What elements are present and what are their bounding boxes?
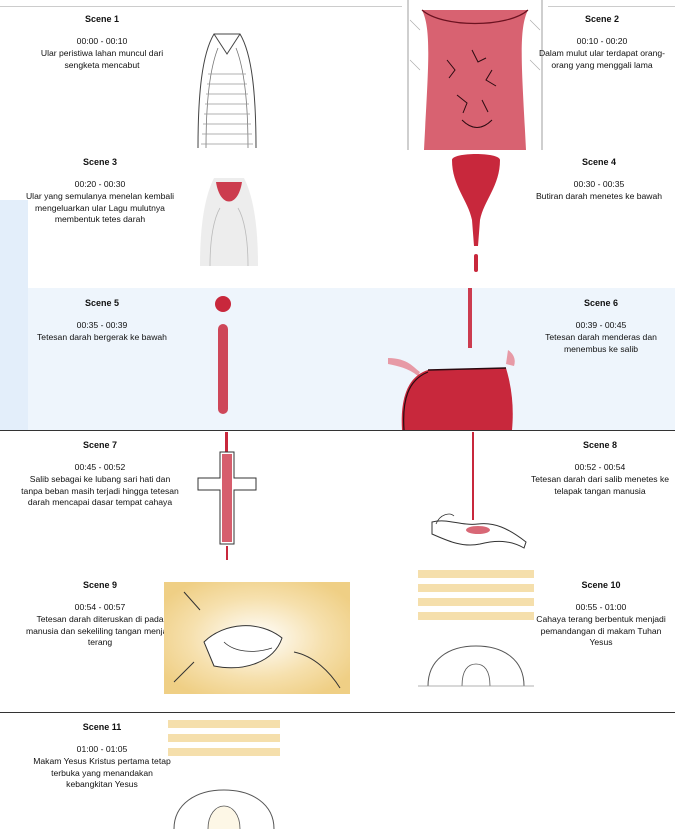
scene-11-open-tomb — [168, 714, 280, 829]
scene-desc: Salib sebagai ke lubang sari hati dan ta… — [20, 474, 180, 509]
divider-top — [0, 6, 675, 7]
divider-2 — [0, 712, 675, 713]
scene-7-text: Scene 7 00:45 - 00:52 Salib sebagai ke l… — [20, 440, 180, 509]
scene-5-blood-drops — [208, 294, 238, 418]
scene-desc: Makam Yesus Kristus pertama tetap terbuk… — [27, 756, 177, 791]
scene-6-blood-stream — [388, 288, 518, 430]
scene-title: Scene 3 — [20, 157, 180, 169]
scene-time: 01:00 - 01:05 — [27, 744, 177, 756]
scene-11-text: Scene 11 01:00 - 01:05 Makam Yesus Krist… — [27, 722, 177, 791]
scene-time: 00:52 - 00:54 — [526, 462, 674, 474]
scene-time: 00:35 - 00:39 — [27, 320, 177, 332]
scene-5-text: Scene 5 00:35 - 00:39 Tetesan darah berg… — [27, 298, 177, 344]
scene-desc: Ular peristiwa lahan muncul dari sengket… — [27, 48, 177, 71]
divider-1 — [0, 430, 675, 431]
scene-title: Scene 9 — [20, 580, 180, 592]
scene-2-text: Scene 2 00:10 - 00:20 Dalam mulut ular t… — [532, 14, 672, 71]
scene-title: Scene 7 — [20, 440, 180, 452]
scene-1-snake-sketch — [188, 24, 266, 148]
scene-time: 00:55 - 01:00 — [528, 602, 674, 614]
scene-desc: Ular yang semulanya menelan kembali meng… — [20, 191, 180, 226]
scene-title: Scene 11 — [27, 722, 177, 734]
scene-4-text: Scene 4 00:30 - 00:35 Butiran darah mene… — [524, 157, 674, 203]
scene-title: Scene 1 — [27, 14, 177, 26]
scene-time: 00:39 - 00:45 — [528, 320, 674, 332]
scene-time: 00:30 - 00:35 — [524, 179, 674, 191]
scene-10-text: Scene 10 00:55 - 01:00 Cahaya terang ber… — [528, 580, 674, 649]
scene-1-text: Scene 1 00:00 - 00:10 Ular peristiwa lah… — [27, 14, 177, 71]
scene-title: Scene 5 — [27, 298, 177, 310]
side-tint — [0, 200, 28, 430]
scene-title: Scene 4 — [524, 157, 674, 169]
scene-desc: Cahaya terang berbentuk menjadi pemandan… — [528, 614, 674, 649]
scene-desc: Butiran darah menetes ke bawah — [524, 191, 674, 203]
scene-time: 00:20 - 00:30 — [20, 179, 180, 191]
scene-desc: Tetesan darah diteruskan di pada manusia… — [20, 614, 180, 649]
scene-title: Scene 2 — [532, 14, 672, 26]
scene-title: Scene 10 — [528, 580, 674, 592]
scene-4-blood-drop — [448, 150, 504, 278]
scene-desc: Tetesan darah dari salib menetes ke tela… — [526, 474, 674, 497]
scene-9-hands-light — [164, 582, 350, 694]
scene-time: 00:10 - 00:20 — [532, 36, 672, 48]
scene-desc: Dalam mulut ular terdapat orang-orang ya… — [532, 48, 672, 71]
scene-2-mouth-sketch — [402, 0, 548, 150]
scene-9-text: Scene 9 00:54 - 00:57 Tetesan darah dite… — [20, 580, 180, 649]
scene-desc: Tetesan darah menderas dan menembus ke s… — [528, 332, 674, 355]
scene-7-cross — [196, 432, 258, 562]
scene-time: 00:00 - 00:10 — [27, 36, 177, 48]
scene-6-text: Scene 6 00:39 - 00:45 Tetesan darah mend… — [528, 298, 674, 355]
scene-time: 00:54 - 00:57 — [20, 602, 180, 614]
scene-8-text: Scene 8 00:52 - 00:54 Tetesan darah dari… — [526, 440, 674, 497]
scene-3-text: Scene 3 00:20 - 00:30 Ular yang semulany… — [20, 157, 180, 226]
scene-10-tomb-light — [418, 570, 534, 690]
scene-8-hand — [428, 432, 532, 568]
scene-desc: Tetesan darah bergerak ke bawah — [27, 332, 177, 344]
scene-title: Scene 8 — [526, 440, 674, 452]
scene-title: Scene 6 — [528, 298, 674, 310]
scene-3-snake-blood — [196, 168, 262, 266]
scene-time: 00:45 - 00:52 — [20, 462, 180, 474]
